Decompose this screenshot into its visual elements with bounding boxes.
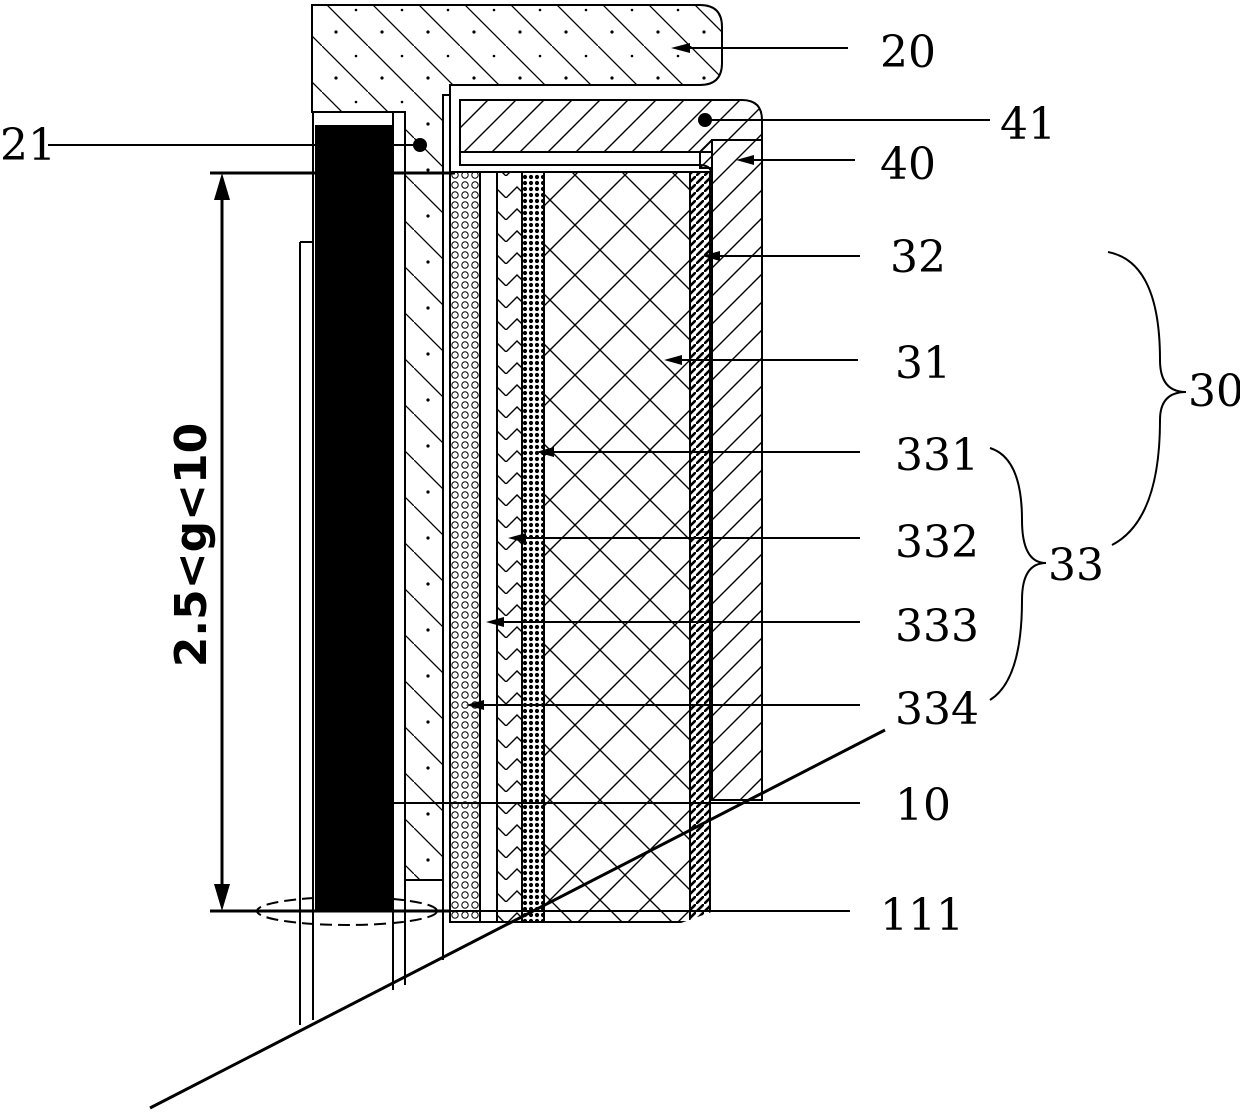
label-21: 21 [0, 120, 56, 171]
bracket-30 [1108, 252, 1186, 545]
wave-layer-332 [497, 172, 522, 922]
label-41: 41 [1000, 99, 1056, 150]
label-30: 30 [1188, 366, 1240, 417]
label-32: 32 [890, 232, 946, 283]
label-33: 33 [1048, 540, 1104, 591]
dot-layer-331 [522, 172, 544, 922]
label-332: 332 [895, 517, 979, 568]
dimension-label: 2.5<g<10 [166, 423, 217, 667]
circle-layer-334 [450, 172, 480, 922]
clear-layer-333 [480, 172, 497, 922]
label-334: 334 [895, 684, 979, 735]
label-331: 331 [895, 430, 979, 481]
label-10: 10 [895, 780, 951, 831]
core-layer-31 [544, 172, 690, 922]
stripe-layer-32 [690, 172, 710, 922]
label-111: 111 [880, 890, 964, 941]
label-333: 333 [895, 601, 979, 652]
label-40: 40 [880, 139, 936, 190]
dimension-arrow-top [214, 173, 230, 200]
black-block-21 [315, 125, 393, 911]
label-20: 20 [880, 27, 936, 78]
bracket-33 [990, 448, 1046, 700]
label-31: 31 [895, 338, 951, 389]
dimension-arrow-bottom [214, 884, 230, 911]
